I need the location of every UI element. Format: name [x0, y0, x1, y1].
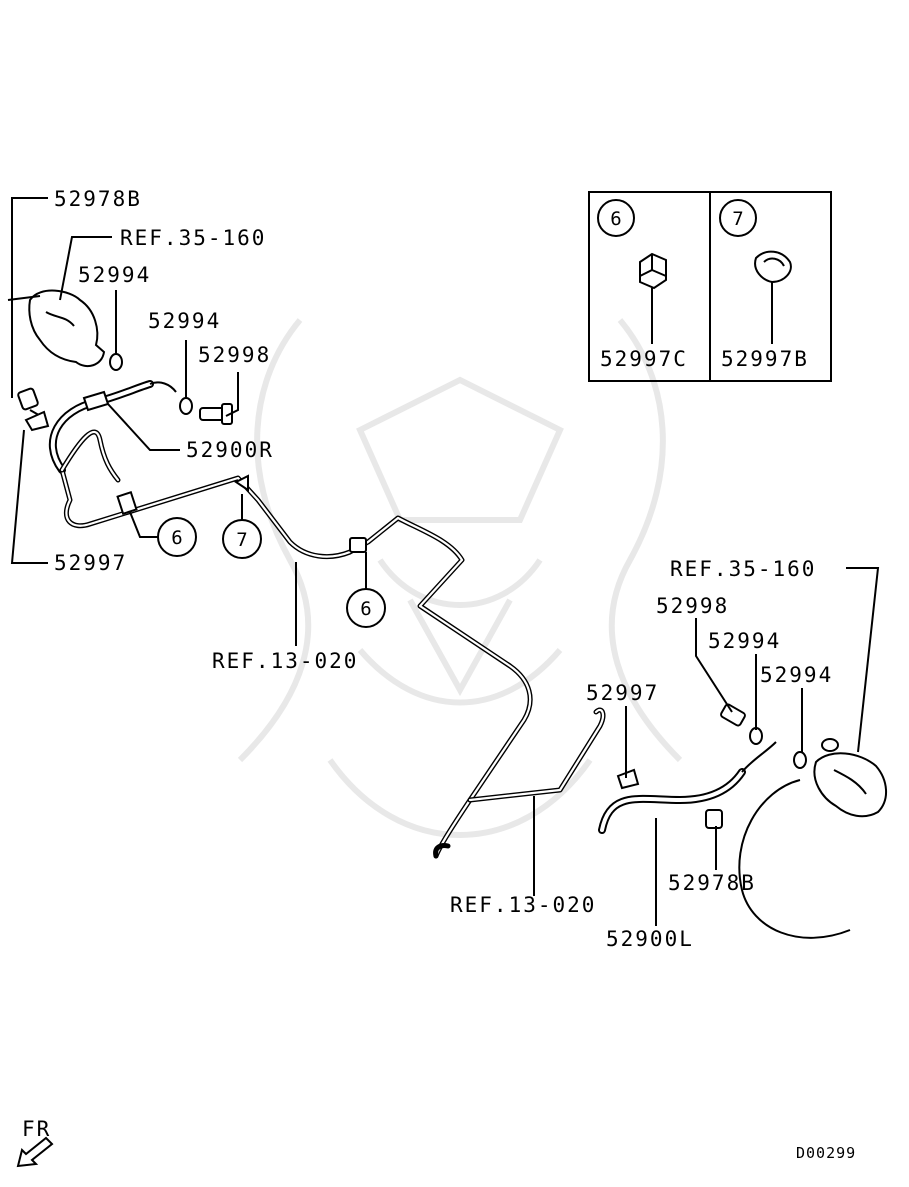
clip-inset-box: 6 7 52997C 52997B — [588, 191, 832, 382]
leader-lines — [10, 197, 880, 926]
bolt-52978b-left — [17, 387, 45, 419]
diagram-code: D00299 — [796, 1144, 856, 1162]
left-caliper — [7, 289, 106, 368]
svg-text:6: 6 — [360, 598, 371, 620]
inset-label-52997b: 52997B — [721, 347, 809, 371]
watermark — [237, 318, 683, 838]
inset-callout-6: 6 — [597, 199, 635, 237]
svg-text:7: 7 — [732, 208, 743, 230]
clip-6-mid — [349, 537, 367, 553]
label-52994-d: 52994 — [760, 663, 833, 687]
label-52978b-right: 52978B — [668, 871, 756, 895]
label-ref-35-160-right: REF.35-160 — [670, 557, 816, 581]
label-52997-right: 52997 — [586, 681, 659, 705]
bolt-52998-right — [720, 703, 746, 727]
clip-52997b-drawing — [754, 250, 792, 344]
inset-label-52997c: 52997C — [600, 347, 688, 371]
right-caliper — [813, 738, 887, 818]
washer-52994-c — [749, 727, 763, 745]
label-52994-b: 52994 — [148, 309, 221, 333]
right-rotor-outline — [738, 779, 851, 939]
label-ref-35-160-top: REF.35-160 — [120, 226, 266, 250]
hose-52900l — [598, 741, 777, 834]
label-52998-right: 52998 — [656, 594, 729, 618]
direction-label: FR — [22, 1117, 51, 1141]
svg-text:6: 6 — [171, 527, 182, 549]
hose-52900r — [48, 380, 177, 474]
label-52998-top: 52998 — [198, 343, 271, 367]
clip-6-left — [116, 491, 138, 515]
clip-7-mid — [234, 474, 249, 492]
label-52994-c: 52994 — [708, 629, 781, 653]
callout-6-mid: 6 — [346, 588, 386, 628]
label-52994-a: 52994 — [78, 263, 151, 287]
clip-52997-left — [24, 410, 50, 432]
clip-52997-right — [616, 768, 640, 790]
bolt-52978b-right — [705, 809, 723, 829]
front-direction-arrow-icon — [16, 1136, 54, 1168]
label-52900l: 52900L — [606, 927, 694, 951]
inset-callout-7: 7 — [719, 199, 757, 237]
brake-pipe-left — [59, 429, 606, 859]
callout-7-mid: 7 — [222, 519, 262, 559]
washer-52994-b — [179, 397, 193, 415]
label-52978b-top: 52978B — [54, 187, 142, 211]
bolt-52998-top — [199, 403, 233, 425]
svg-text:6: 6 — [610, 208, 621, 230]
label-ref-13-020-a: REF.13-020 — [212, 649, 358, 673]
svg-text:7: 7 — [236, 529, 247, 551]
callout-6-left: 6 — [157, 517, 197, 557]
label-52900r: 52900R — [186, 438, 274, 462]
label-ref-13-020-b: REF.13-020 — [450, 893, 596, 917]
washer-52994-a — [109, 353, 123, 371]
washer-52994-d — [793, 751, 807, 769]
clip-52997c-drawing — [639, 252, 667, 344]
label-52997-left: 52997 — [54, 551, 127, 575]
